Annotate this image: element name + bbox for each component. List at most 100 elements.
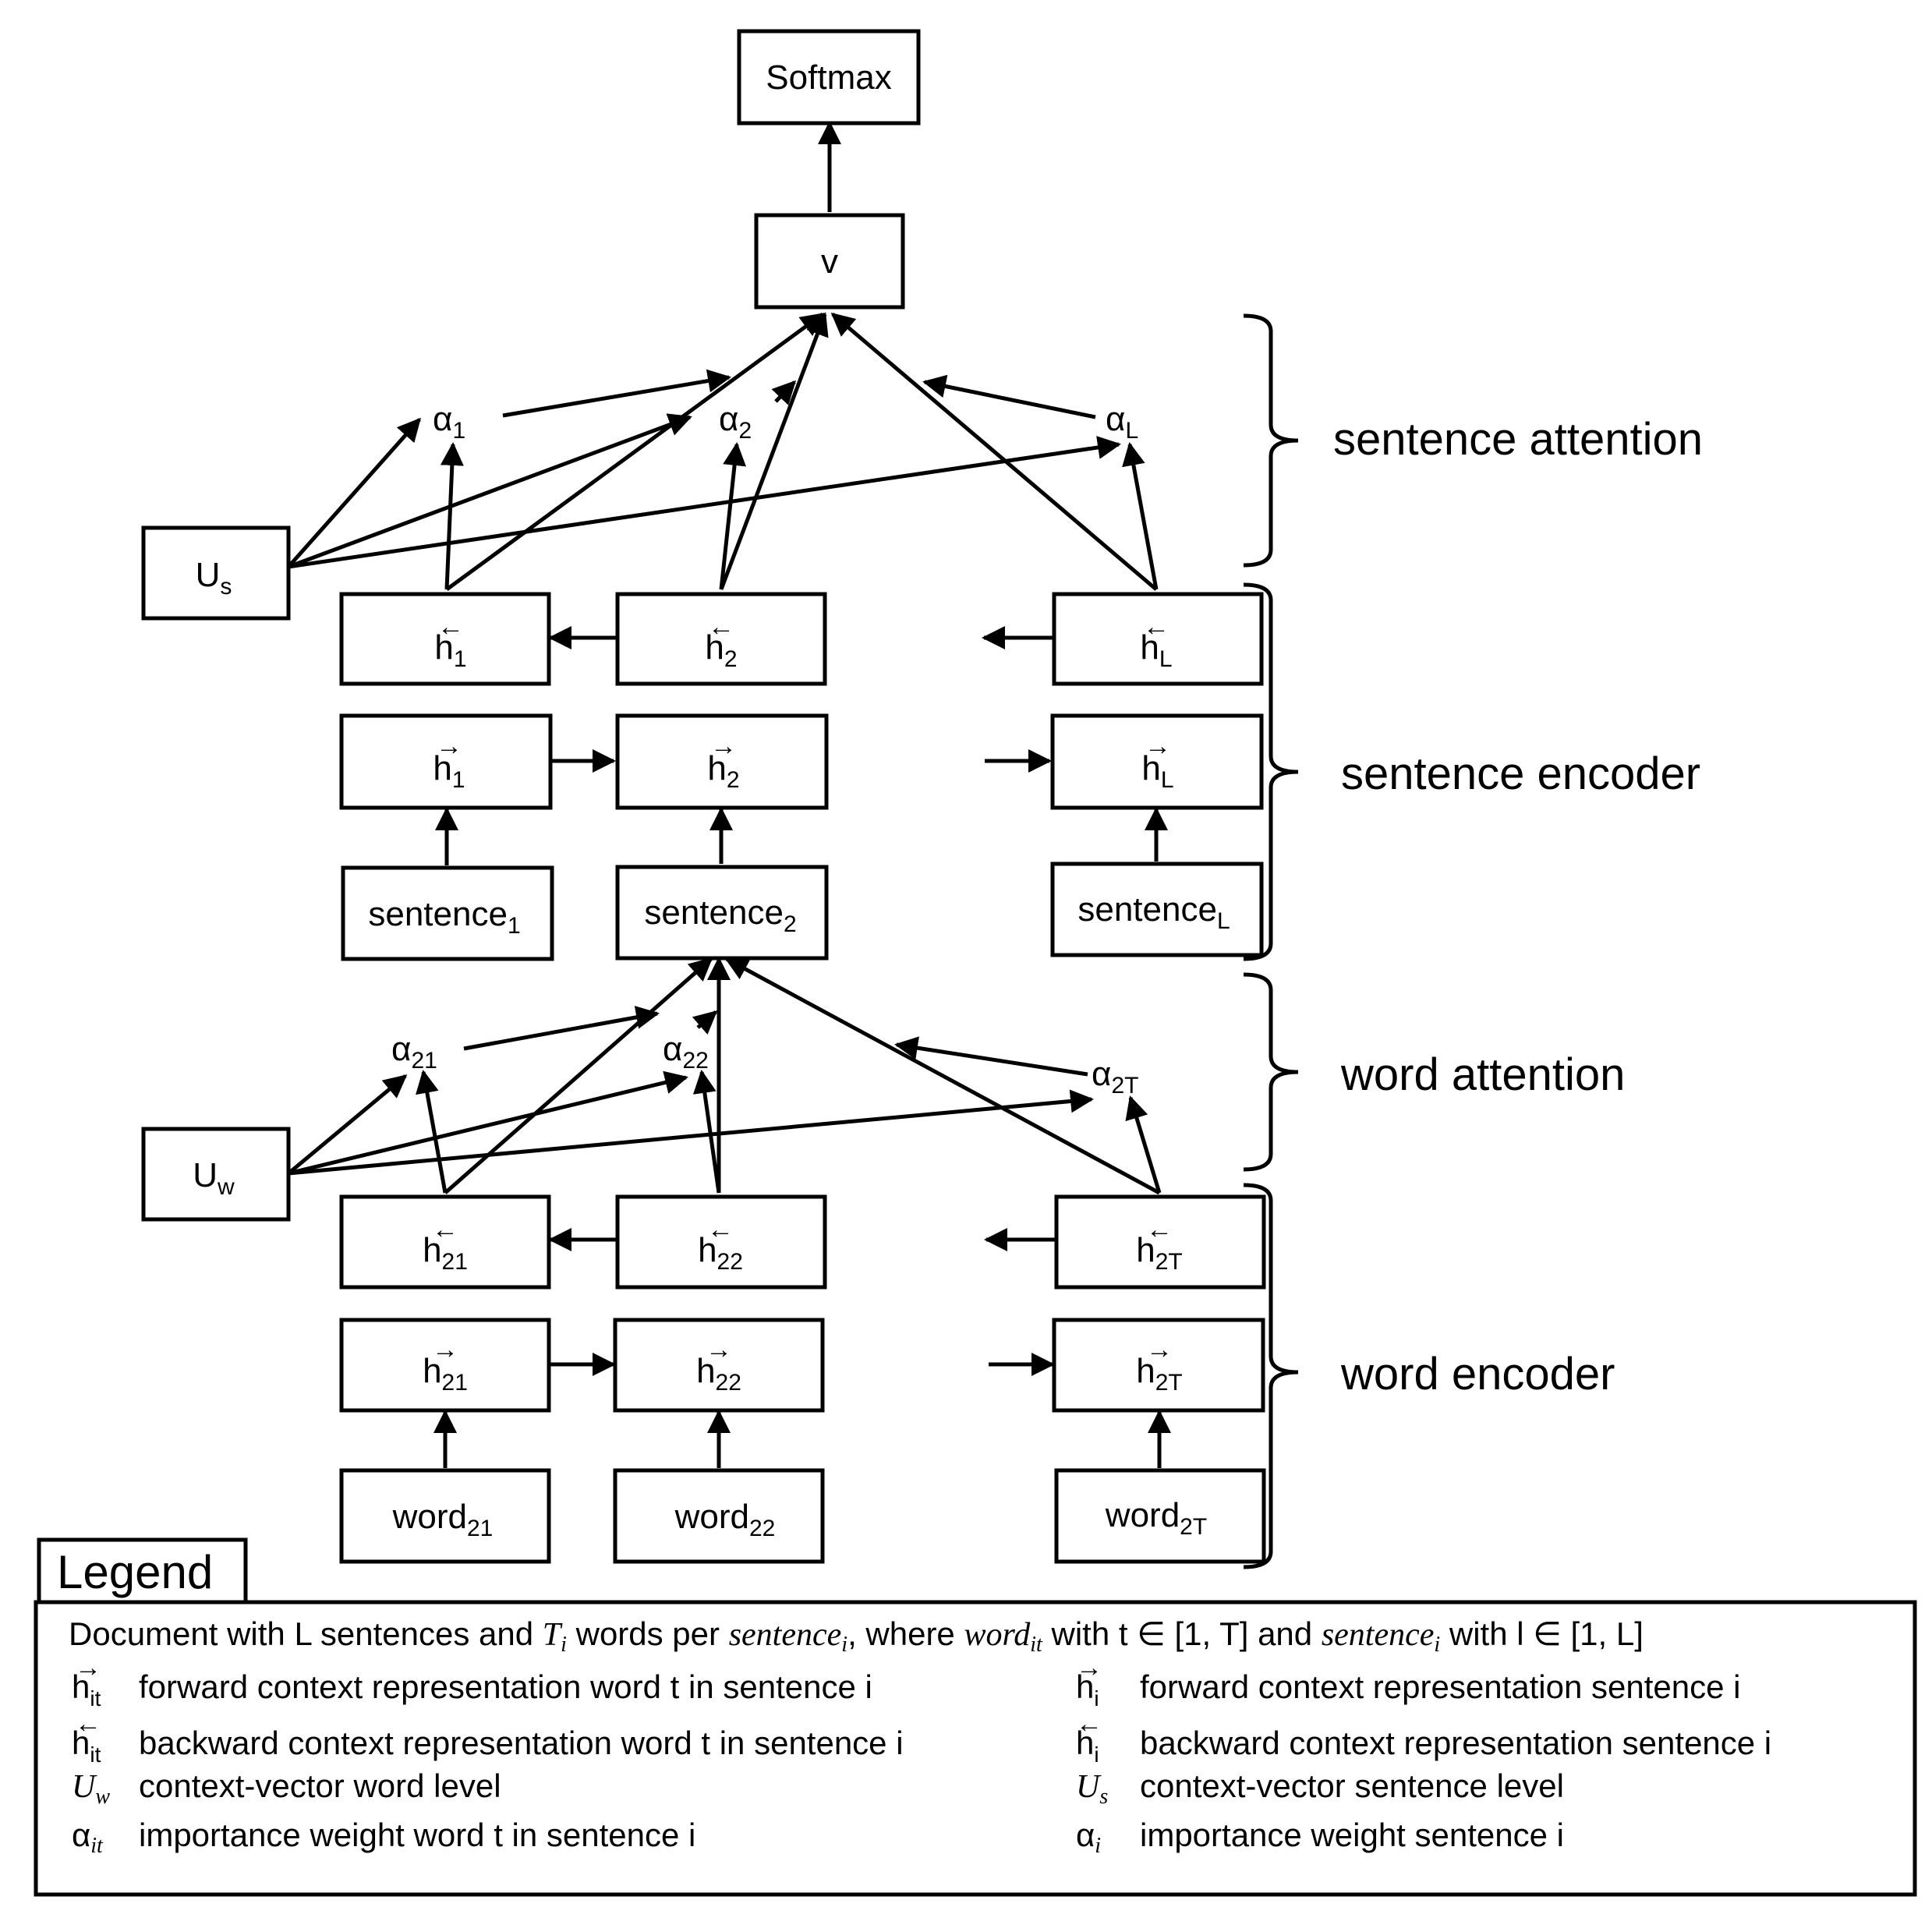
word2T-label: word2T bbox=[1105, 1496, 1207, 1540]
alpha-L-label: αL bbox=[1106, 400, 1138, 444]
backward-arrow-icon: ← bbox=[437, 612, 464, 642]
legend-box bbox=[34, 1600, 1917, 1897]
legend-intro: Document with L sentences and Ti words p… bbox=[69, 1615, 1644, 1657]
backward-arrow-icon: ← bbox=[1076, 1709, 1102, 1739]
forward-arrow-icon: → bbox=[1076, 1653, 1102, 1682]
legend-item-us: Us context-vector sentence level bbox=[1076, 1767, 1564, 1809]
hfL-node: → hL bbox=[1050, 713, 1264, 810]
legend-symbol: Us bbox=[1076, 1769, 1108, 1809]
legend-item-uw: Uw context-vector word level bbox=[72, 1767, 501, 1809]
legend-text: context-vector sentence level bbox=[1140, 1767, 1564, 1804]
forward-arrow-icon: → bbox=[75, 1653, 101, 1682]
us-label: Us bbox=[196, 556, 232, 600]
edge-hb2-a2 bbox=[719, 442, 747, 590]
legend-text: backward context representation sentence… bbox=[1140, 1725, 1771, 1761]
hf21-label: h21 bbox=[423, 1352, 468, 1396]
legend-text: forward context representation sentence … bbox=[1140, 1668, 1740, 1705]
edge-a2-v-stub bbox=[771, 380, 797, 405]
legend: Legend Document with L sentences and Ti … bbox=[34, 1537, 1917, 1897]
hf22-label: h22 bbox=[696, 1352, 741, 1396]
hf21-node: → h21 bbox=[339, 1318, 551, 1413]
legend-symbol: hi bbox=[1076, 1725, 1099, 1767]
hb2-node: ← h2 bbox=[615, 592, 827, 686]
alpha-21-label: α21 bbox=[391, 1030, 437, 1074]
forward-arrow-icon: → bbox=[1145, 731, 1171, 761]
edge-hb1-v bbox=[445, 312, 825, 592]
hf22-node: → h22 bbox=[613, 1318, 825, 1413]
uw-label: Uw bbox=[193, 1156, 235, 1200]
section-braces bbox=[1243, 313, 1299, 1569]
edge-hb21-sent2 bbox=[444, 957, 713, 1194]
forward-arrow-icon: → bbox=[706, 1335, 732, 1364]
backward-arrow-icon: ← bbox=[708, 612, 734, 642]
alpha-2T-label: α2T bbox=[1092, 1055, 1138, 1099]
uw-node: Uw bbox=[141, 1127, 291, 1222]
hbL-node: ← hL bbox=[1052, 592, 1264, 686]
backward-arrow-icon: ← bbox=[1146, 1215, 1173, 1244]
v-node: v bbox=[754, 213, 905, 310]
backward-arrow-icon: ← bbox=[432, 1215, 458, 1244]
section-word-attention: word attention bbox=[1340, 1049, 1625, 1100]
edge-a22-sent2-stub bbox=[692, 1010, 718, 1035]
edge-hb2T-a2T bbox=[1125, 1095, 1162, 1194]
legend-symbol: Uw bbox=[72, 1769, 110, 1809]
alpha-2-label: α2 bbox=[719, 400, 752, 444]
forward-arrow-icon: → bbox=[436, 731, 462, 761]
legend-item-alpha-word: αit importance weight word t in sentence… bbox=[72, 1817, 695, 1858]
edge-uw-a21 bbox=[287, 1074, 408, 1175]
hb21-node: ← h21 bbox=[339, 1194, 551, 1290]
hf1-label: h1 bbox=[433, 749, 465, 793]
hf1-node: → h1 bbox=[339, 713, 553, 810]
brace-sentence-encoder bbox=[1243, 582, 1299, 961]
backward-arrow-icon: ← bbox=[707, 1215, 734, 1244]
forward-arrow-icon: → bbox=[432, 1335, 458, 1364]
edge-a1-v bbox=[502, 369, 731, 418]
legend-text: context-vector word level bbox=[139, 1767, 501, 1804]
legend-item-bwd-word: ← hit backward context representation wo… bbox=[72, 1709, 904, 1767]
legend-text: forward context representation word t in… bbox=[139, 1668, 872, 1705]
forward-arrow-icon: → bbox=[1146, 1335, 1173, 1364]
brace-word-attention bbox=[1243, 972, 1299, 1172]
nodes: Softmax v Us Uw ← h1 ← h2 ← bbox=[141, 29, 1266, 1564]
brace-word-encoder bbox=[1243, 1183, 1299, 1569]
edge-hb21-a21 bbox=[416, 1070, 448, 1194]
section-labels: sentence attention sentence encoder word… bbox=[1333, 414, 1703, 1399]
hf2-label: h2 bbox=[707, 749, 739, 793]
edge-uw-a2T bbox=[288, 1089, 1094, 1176]
legend-text: backward context representation word t i… bbox=[139, 1725, 904, 1761]
edges bbox=[287, 121, 1171, 1468]
v-label: v bbox=[821, 242, 838, 281]
section-sentence-encoder: sentence encoder bbox=[1341, 748, 1700, 799]
edge-us-a2 bbox=[288, 413, 692, 569]
edge-hb1-a1 bbox=[440, 442, 464, 590]
edge-uw-a22 bbox=[288, 1070, 688, 1176]
legend-symbol: αi bbox=[1076, 1817, 1101, 1858]
legend-title: Legend bbox=[57, 1546, 213, 1598]
legend-symbol: αit bbox=[72, 1817, 104, 1858]
word22-label: word22 bbox=[674, 1498, 776, 1541]
sentence2-label: sentence2 bbox=[644, 893, 796, 937]
backward-arrow-icon: ← bbox=[75, 1709, 101, 1739]
hb21-label: h21 bbox=[423, 1231, 468, 1275]
hb22-node: ← h22 bbox=[615, 1194, 827, 1290]
sentenceL-label: sentenceL bbox=[1077, 890, 1230, 934]
legend-text: importance weight word t in sentence i bbox=[139, 1817, 695, 1853]
sentenceL-node: sentenceL bbox=[1050, 862, 1264, 957]
brace-sentence-attention bbox=[1243, 313, 1299, 568]
us-node: Us bbox=[141, 525, 291, 621]
edge-hbL-v bbox=[830, 313, 1158, 591]
section-word-encoder: word encoder bbox=[1340, 1349, 1615, 1399]
word21-label: word21 bbox=[392, 1498, 494, 1541]
hbL-label: hL bbox=[1140, 628, 1172, 672]
backward-arrow-icon: ← bbox=[1143, 612, 1169, 642]
hb22-label: h22 bbox=[698, 1231, 743, 1275]
hb1-label: h1 bbox=[434, 628, 466, 672]
softmax-label: Softmax bbox=[766, 58, 891, 97]
alpha-22-label: α22 bbox=[663, 1030, 709, 1074]
alpha-1-label: α1 bbox=[433, 400, 465, 444]
hb2T-label: h2T bbox=[1136, 1231, 1183, 1275]
word2T-node: word2T bbox=[1054, 1468, 1266, 1564]
edge-hb22-a22 bbox=[692, 1070, 721, 1194]
hf2T-node: → h2T bbox=[1052, 1318, 1265, 1413]
